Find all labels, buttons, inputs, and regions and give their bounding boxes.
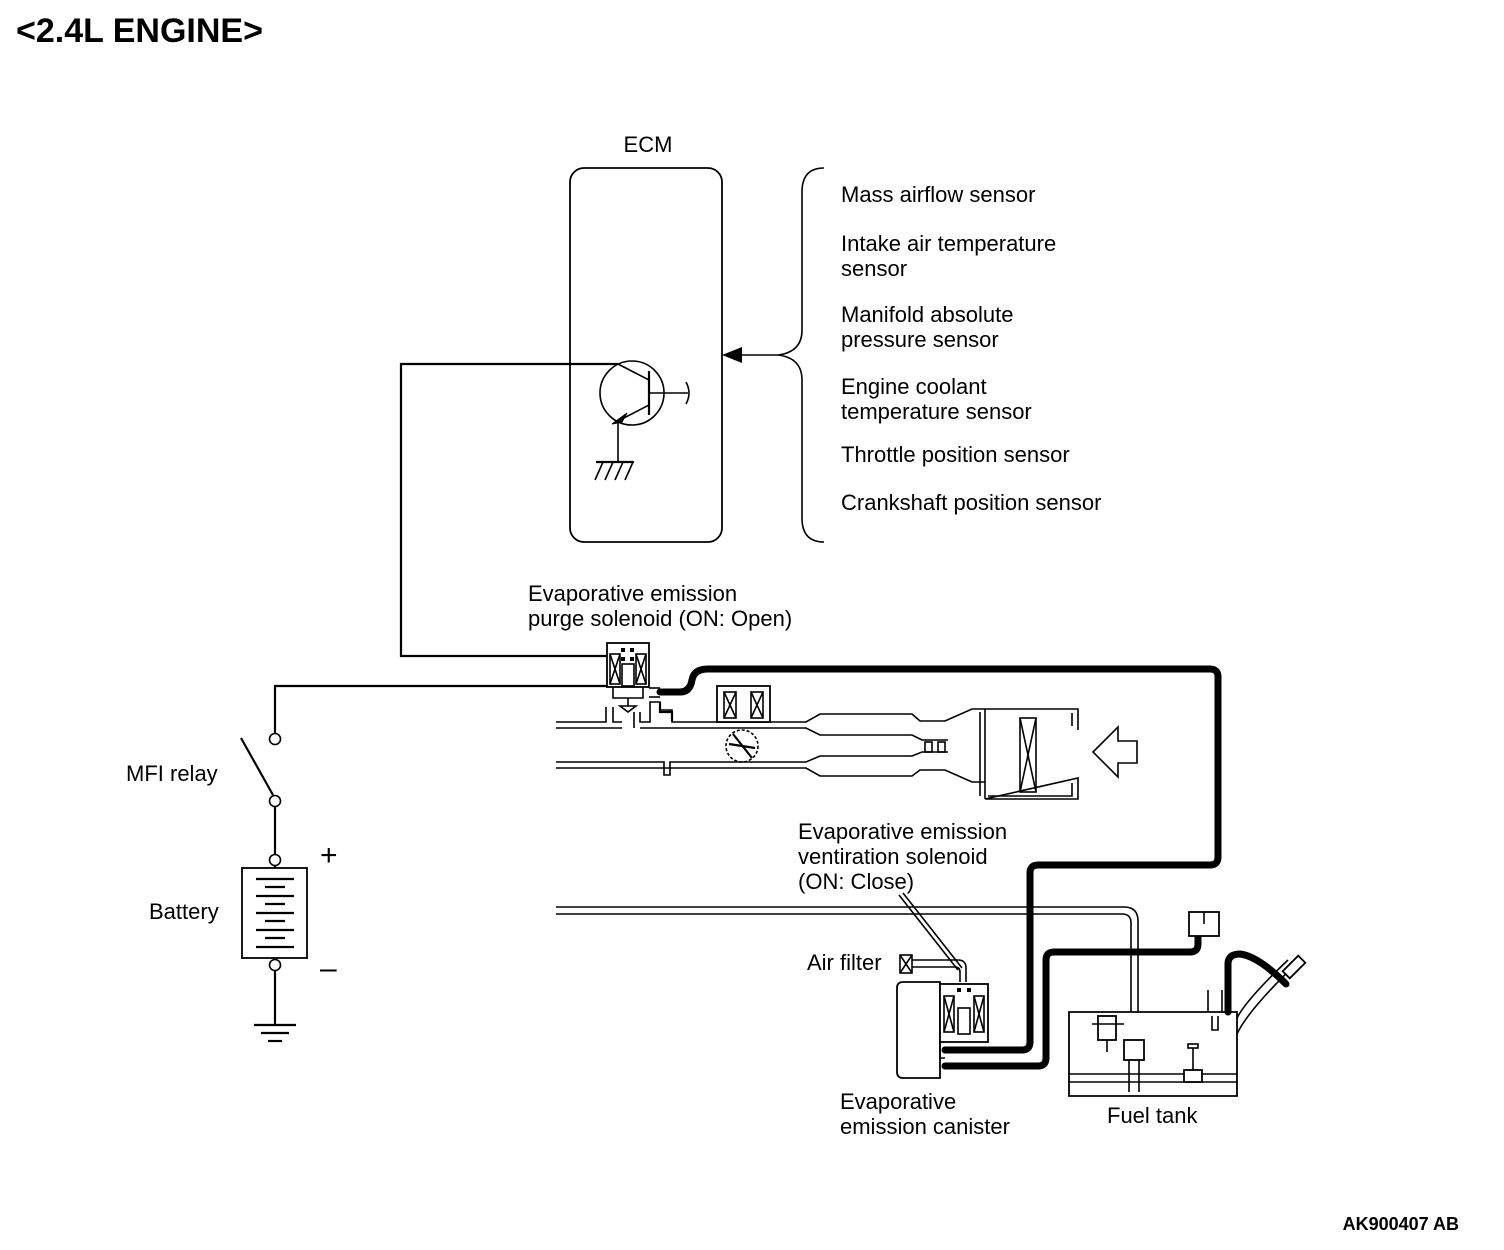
mfi-relay: MFI relay	[126, 684, 607, 854]
figure-code: AK900407 AB	[1343, 1214, 1459, 1234]
fuel-line	[556, 913, 1132, 1040]
fuel-tank: Fuel tank	[1068, 911, 1307, 1128]
throttle-valve-icon	[725, 729, 759, 763]
ecm-label: ECM	[624, 132, 673, 157]
air-inlet-arrow-icon	[1091, 725, 1138, 779]
transistor-icon	[599, 360, 690, 462]
sensor-label: Engine coolant	[841, 374, 987, 399]
mfi-relay-label: MFI relay	[126, 761, 218, 786]
air-filter-label: Air filter	[807, 950, 882, 975]
signal-arrow-icon	[722, 347, 742, 363]
sensor-label: Manifold absolute	[841, 302, 1013, 327]
battery-label: Battery	[149, 899, 219, 924]
purge-solenoid-label: purge solenoid (ON: Open)	[528, 606, 792, 631]
sensor-label: temperature sensor	[841, 399, 1032, 424]
ecm-block: ECM	[569, 132, 723, 543]
battery-minus-sign: –	[320, 952, 337, 985]
sensor-brace	[722, 167, 825, 543]
fuel-tank-label: Fuel tank	[1107, 1103, 1198, 1128]
purge-solenoid-label: Evaporative emission	[528, 581, 737, 606]
evap-canister: Evaporative emission canister	[840, 981, 1010, 1139]
purge-solenoid: Evaporative emission purge solenoid (ON:…	[528, 581, 792, 713]
ventilation-solenoid-label-group: Evaporative emission ventiration solenoi…	[798, 819, 1007, 971]
fuel-line	[556, 906, 1139, 1040]
battery-cells-icon	[256, 877, 294, 949]
ecm-box	[569, 167, 723, 543]
ventilation-solenoid-label: ventiration solenoid	[798, 844, 988, 869]
ecm-output-wire	[399, 362, 618, 658]
battery-ground-icon	[254, 1023, 296, 1043]
sensor-label: sensor	[841, 256, 907, 281]
sensor-list: Mass airflow sensor Intake air temperatu…	[841, 182, 1101, 515]
diagram-title: <2.4L ENGINE>	[16, 12, 263, 50]
sensor-label: Throttle position sensor	[841, 442, 1070, 467]
ventilation-solenoid-label: (ON: Close)	[798, 869, 914, 894]
canister-label: Evaporative	[840, 1089, 956, 1114]
sensor-label: Mass airflow sensor	[841, 182, 1035, 207]
ventilation-solenoid-label: Evaporative emission	[798, 819, 1007, 844]
purge-hose	[656, 665, 1222, 1054]
ecm-ground-icon	[594, 460, 634, 481]
vapor-hose	[941, 932, 1202, 1070]
battery-plus-sign: +	[320, 839, 338, 872]
air-filter: Air filter	[807, 950, 967, 982]
battery: Battery + –	[149, 839, 338, 1043]
intake-duct	[556, 685, 1138, 800]
sensor-label: pressure sensor	[841, 327, 999, 352]
sensor-label: Intake air temperature	[841, 231, 1056, 256]
canister-label: emission canister	[840, 1114, 1010, 1139]
sensor-label: Crankshaft position sensor	[841, 490, 1101, 515]
purge-hose-end	[658, 702, 674, 721]
